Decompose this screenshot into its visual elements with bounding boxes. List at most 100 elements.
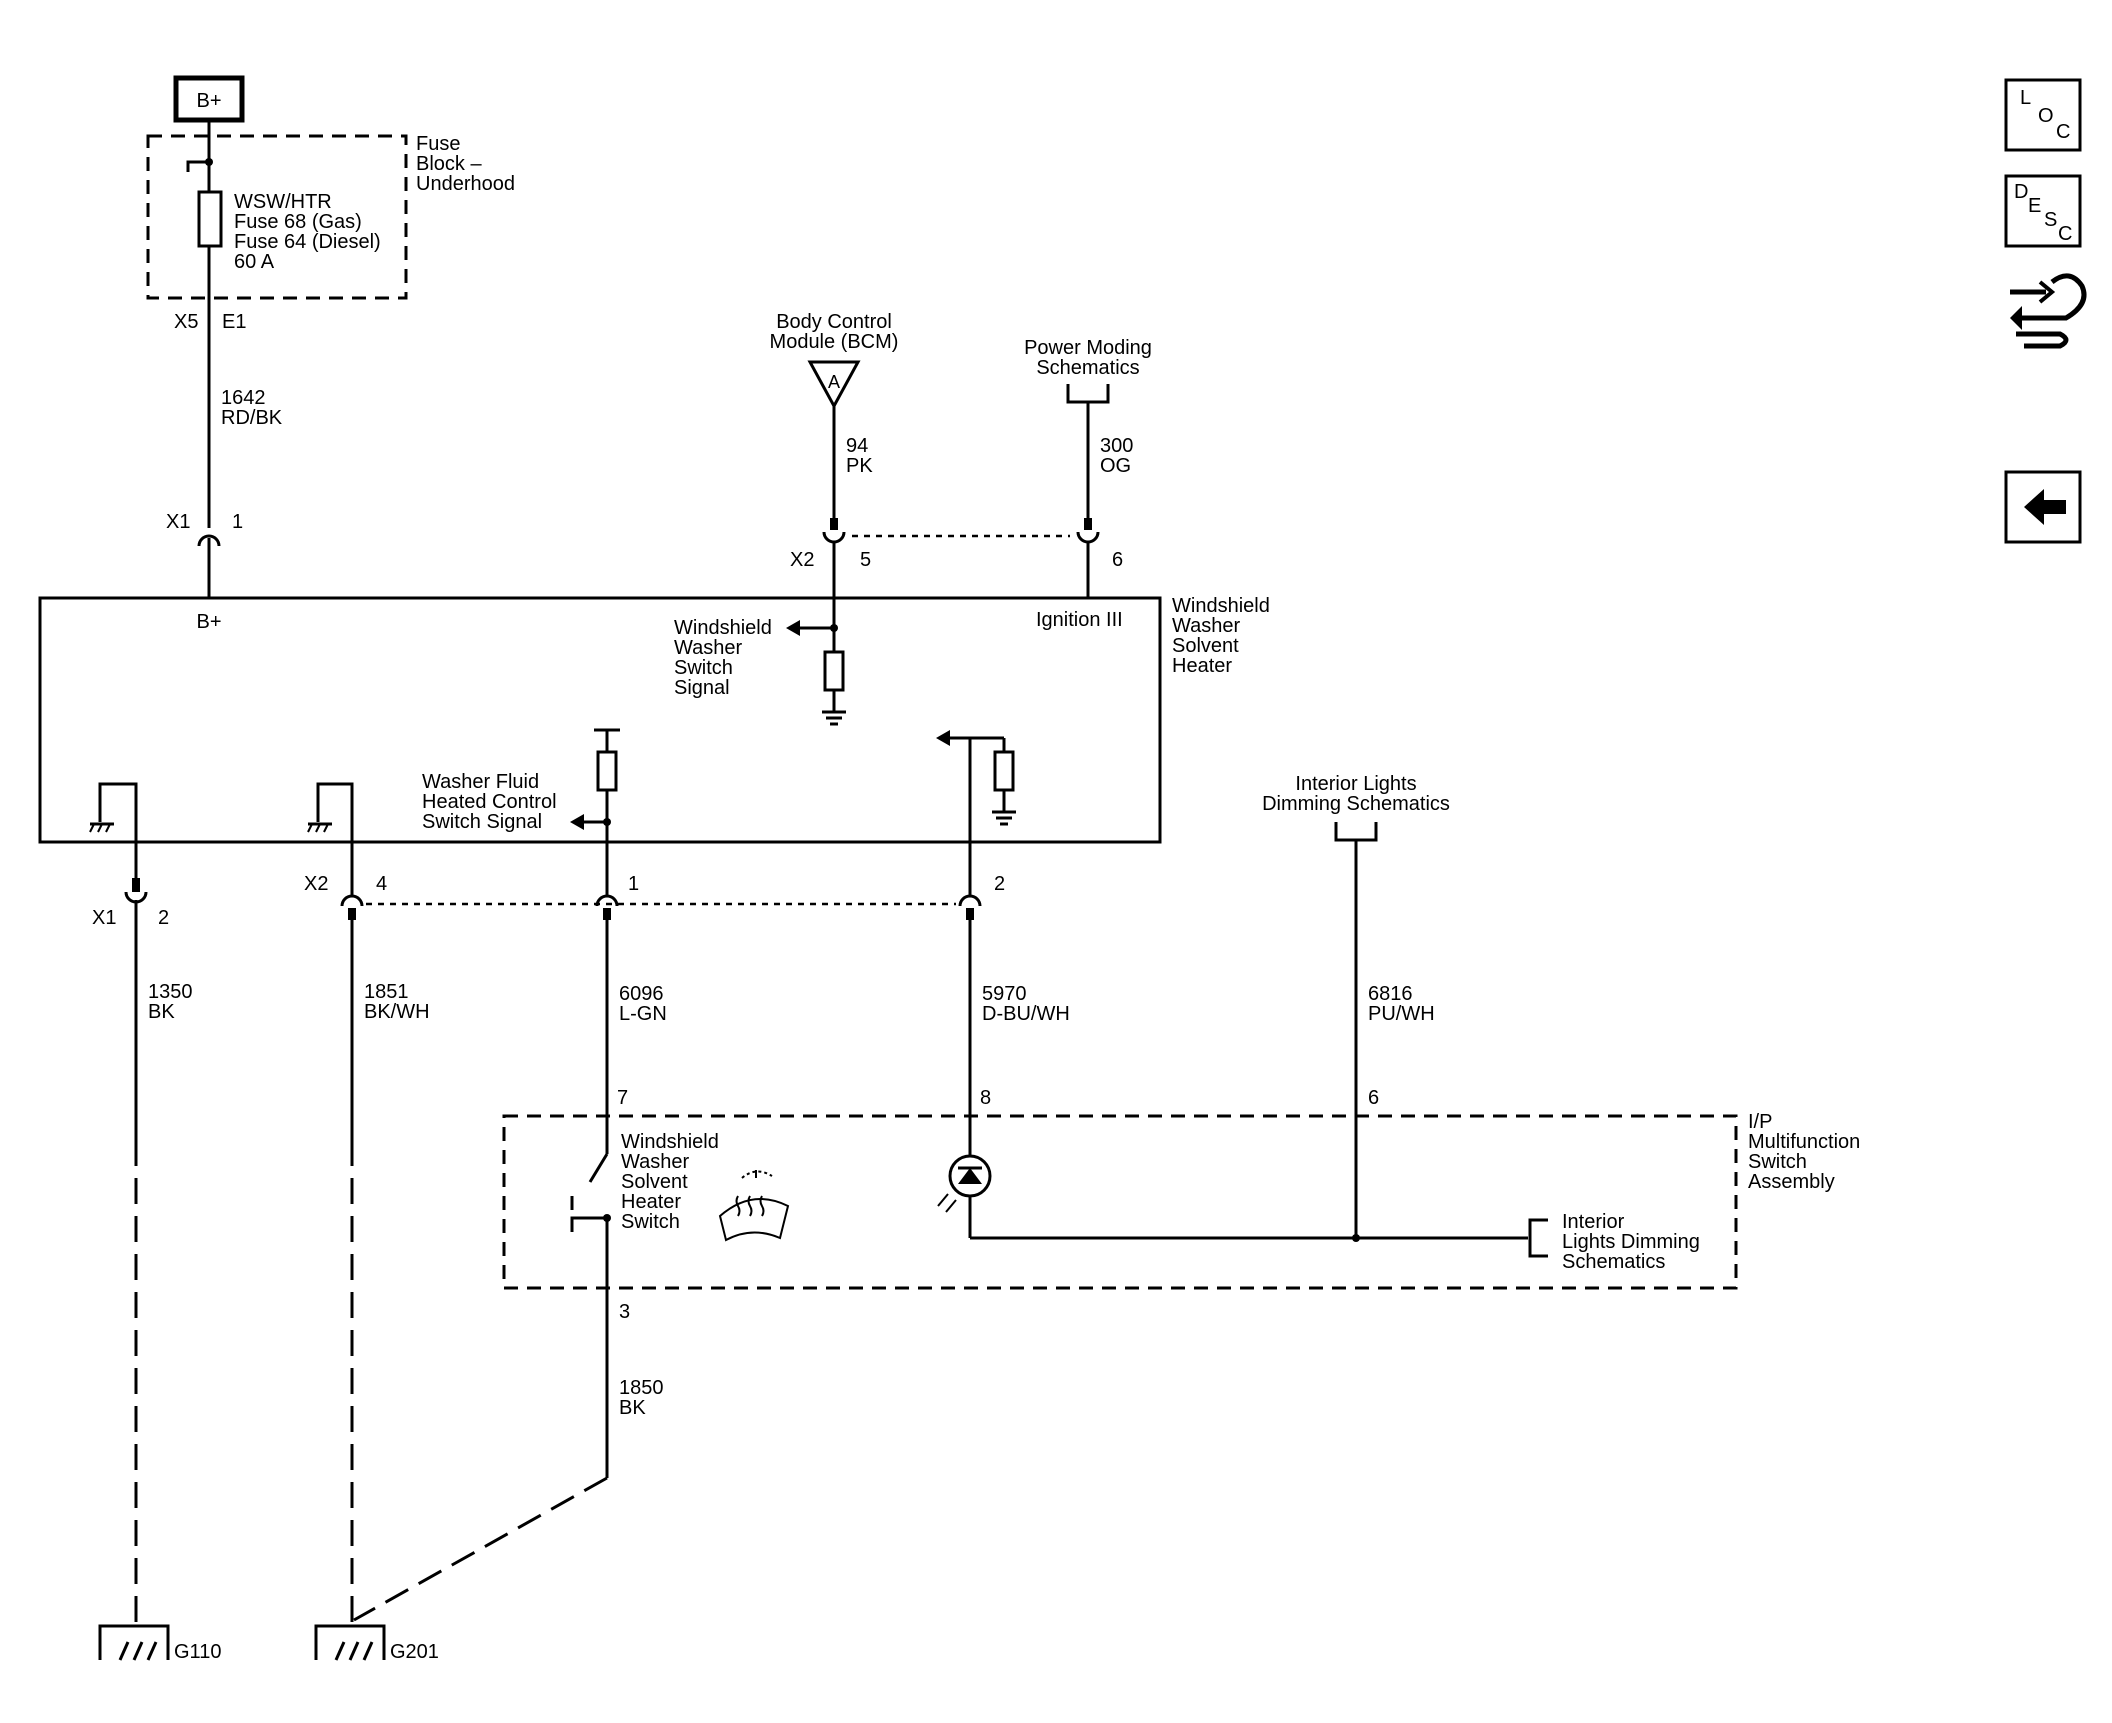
connector-x2-bottom: X2 xyxy=(304,873,328,895)
wire-6816-color: PU/WH xyxy=(1368,1003,1435,1025)
wire-1850-circuit: 1850 xyxy=(619,1377,664,1399)
pin-x2-4: 4 xyxy=(376,873,387,895)
heater-name-3: Solvent xyxy=(1172,635,1239,657)
control-signal-3: Switch Signal xyxy=(422,811,542,833)
ip-name-3: Switch xyxy=(1748,1151,1807,1173)
power-moding-1: Power Moding xyxy=(1024,337,1152,359)
wire-94-color: PK xyxy=(846,455,873,477)
ip-multifunction-switch: I/P Multifunction Switch Assembly 7 8 6 … xyxy=(502,1087,1860,1290)
ground-g110-label: G110 xyxy=(174,1641,221,1663)
wire-6816-circuit: 6816 xyxy=(1368,983,1413,1005)
wire-1850-color: BK xyxy=(619,1397,646,1419)
pin-x1-1: 1 xyxy=(232,511,243,533)
loc-icon[interactable]: L O C xyxy=(2004,78,2082,152)
connector-x1-top: X1 xyxy=(166,511,190,533)
wire-1642-color: RD/BK xyxy=(221,407,283,429)
interior-lights-ref-top: Interior Lights Dimming Schematics xyxy=(1262,773,1450,1238)
wire-1851-color: BK/WH xyxy=(364,1001,430,1023)
fuse-rating: 60 A xyxy=(234,251,275,273)
bcm-name-2: Module (BCM) xyxy=(770,331,899,353)
control-signal-1: Washer Fluid xyxy=(422,771,539,793)
desc-icon-s: S xyxy=(2044,209,2057,231)
pin-ip-8: 8 xyxy=(980,1087,991,1109)
ip-dimming-3: Schematics xyxy=(1562,1251,1665,1273)
heater-name-2: Washer xyxy=(1172,615,1241,637)
heater-ignition-label: Ignition III xyxy=(1036,609,1123,631)
wire-1851-circuit: 1851 xyxy=(364,981,409,1003)
desc-icon[interactable]: D E S C xyxy=(2004,174,2082,248)
fuse-gas: Fuse 68 (Gas) xyxy=(234,211,362,233)
ip-dimming-1: Interior xyxy=(1562,1211,1625,1233)
windshield-heater-icon xyxy=(718,1170,790,1242)
fuse-block-underhood: Fuse Block – Underhood WSW/HTR Fuse 68 (… xyxy=(146,133,515,300)
pin-ip-6: 6 xyxy=(1368,1087,1379,1109)
bcm-symbol: A xyxy=(828,372,840,392)
pin-ip-3: 3 xyxy=(619,1301,630,1323)
loc-icon-l: L xyxy=(2020,87,2031,109)
wire-1350-color: BK xyxy=(148,1001,175,1023)
washer-solvent-heater: Windshield Washer Solvent Heater B+ Igni… xyxy=(38,595,1270,844)
fuse-pin-e1: E1 xyxy=(222,311,246,333)
battery-box: B+ xyxy=(173,75,245,136)
ip-name-1: I/P xyxy=(1748,1111,1772,1133)
pin-x1-2: 2 xyxy=(158,907,169,929)
heater-switch-1: Windshield xyxy=(621,1131,719,1153)
power-moding-2: Schematics xyxy=(1036,357,1139,379)
desc-icon-d: D xyxy=(2014,181,2028,203)
fuse-connector-x5: X5 xyxy=(174,311,198,333)
ground-g201: G201 xyxy=(314,1624,439,1663)
heater-name-4: Heater xyxy=(1172,655,1232,677)
wire-1350-circuit: 1350 xyxy=(148,981,193,1003)
desc-icon-c: C xyxy=(2058,223,2072,245)
wire-5970-circuit: 5970 xyxy=(982,983,1027,1005)
battery-label: B+ xyxy=(196,90,221,112)
back-arrow-icon[interactable] xyxy=(2004,470,2082,544)
fuse-diesel: Fuse 64 (Diesel) xyxy=(234,231,381,253)
fuse-symbol xyxy=(197,190,223,248)
switch-signal-1: Windshield xyxy=(674,617,772,639)
fuse-block-name-1: Fuse xyxy=(416,133,460,155)
wire-1642-circuit: 1642 xyxy=(221,387,266,409)
wire-6096-color: L-GN xyxy=(619,1003,667,1025)
switch-signal-2: Washer xyxy=(674,637,743,659)
pin-x2-2: 2 xyxy=(994,873,1005,895)
fuse-block-name-2: Block – xyxy=(416,153,482,175)
wire-5970-color: D-BU/WH xyxy=(982,1003,1070,1025)
interior-lights-2: Dimming Schematics xyxy=(1262,793,1450,815)
heater-name-1: Windshield xyxy=(1172,595,1270,617)
wire-300-color: OG xyxy=(1100,455,1131,477)
ip-name-4: Assembly xyxy=(1748,1171,1835,1193)
switch-signal-3: Switch xyxy=(674,657,733,679)
ground-g110: G110 xyxy=(98,1624,221,1663)
connector-x1-bottom: X1 xyxy=(92,907,116,929)
heater-switch-5: Switch xyxy=(621,1211,680,1233)
connector-wrench-icon[interactable] xyxy=(2010,273,2087,349)
pin-ip-7: 7 xyxy=(617,1087,628,1109)
heater-switch-4: Heater xyxy=(621,1191,681,1213)
bcm-source: Body Control Module (BCM) A xyxy=(770,311,899,530)
loc-icon-o: O xyxy=(2038,105,2054,127)
ip-name-2: Multifunction xyxy=(1748,1131,1860,1153)
indicator-led-icon xyxy=(937,1116,992,1238)
interior-lights-1: Interior Lights xyxy=(1295,773,1416,795)
ip-dimming-2: Lights Dimming xyxy=(1562,1231,1700,1253)
control-signal-2: Heated Control xyxy=(422,791,557,813)
loc-icon-c: C xyxy=(2056,121,2070,143)
wire-300-circuit: 300 xyxy=(1100,435,1133,457)
heater-bplus-label: B+ xyxy=(196,611,221,633)
pin-x2-6: 6 xyxy=(1112,549,1123,571)
power-moding-ref: Power Moding Schematics xyxy=(1024,337,1152,530)
pin-x2-1: 1 xyxy=(628,873,639,895)
bcm-name-1: Body Control xyxy=(776,311,892,333)
switch-signal-4: Signal xyxy=(674,677,730,699)
connector-x2-top: X2 xyxy=(790,549,814,571)
fuse-block-name-3: Underhood xyxy=(416,173,515,195)
ground-g201-label: G201 xyxy=(390,1641,439,1663)
wire-94-circuit: 94 xyxy=(846,435,868,457)
fuse-name: WSW/HTR xyxy=(234,191,332,213)
heater-switch-2: Washer xyxy=(621,1151,690,1173)
wire-6096-circuit: 6096 xyxy=(619,983,664,1005)
pin-x2-5: 5 xyxy=(860,549,871,571)
desc-icon-e: E xyxy=(2028,195,2041,217)
